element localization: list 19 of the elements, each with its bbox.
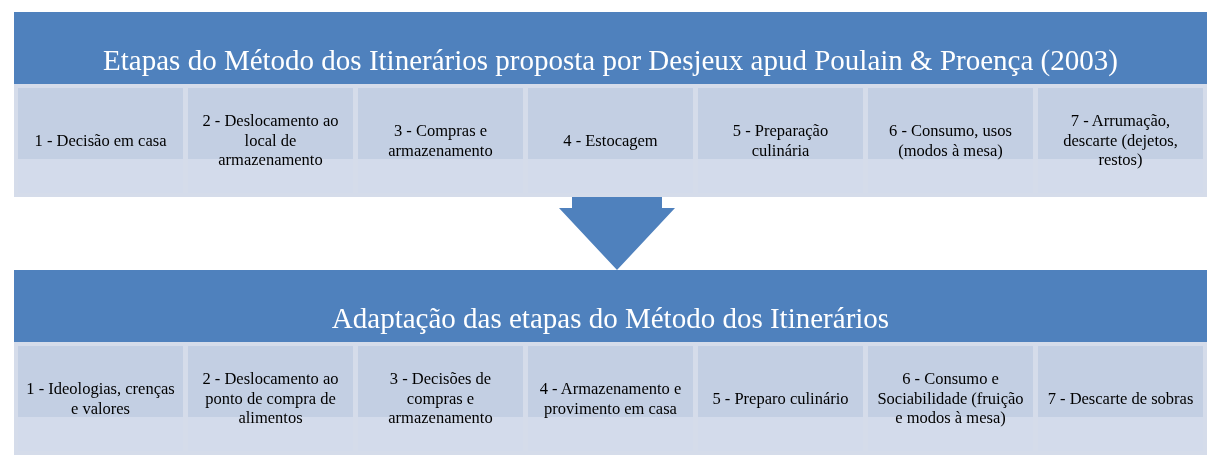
- step-label: 3 - Decisões de compras e armazenamento: [387, 368, 494, 429]
- block-arrow: [559, 197, 675, 270]
- step-label: 7 - Descarte de sobras: [1047, 388, 1194, 409]
- step-label: 7 - Arrumação, descarte (dejetos, restos): [1062, 110, 1179, 171]
- step-label: 4 - Estocagem: [563, 130, 658, 151]
- step-label: 1 - Decisão em casa: [34, 130, 167, 151]
- step-label: 6 - Consumo, usos (modos à mesa): [888, 120, 1013, 161]
- step-label: 4 - Armazenamento e provimento em casa: [538, 378, 683, 419]
- step-label: 2 - Deslocamento ao ponto de compra de alimentos: [201, 368, 340, 429]
- step-label: 2 - Deslocamento ao local de armazenamento: [201, 110, 340, 171]
- step-label: 5 - Preparação culinária: [731, 120, 830, 161]
- step-label: 6 - Consumo e Sociabilidade (fruição e modos à mesa): [876, 368, 1025, 429]
- panel-heading: Adaptação das etapas do Método dos Itinerários: [331, 300, 890, 336]
- step-label: 1 - Ideologias, crenças e valores: [26, 378, 175, 419]
- stage-panel: [14, 12, 1207, 197]
- panel-heading: Etapas do Método dos Itinerários proposta por Desjeux apud Poulain & Proença (2003): [103, 42, 1118, 78]
- step-label: 5 - Preparo culinário: [712, 388, 849, 409]
- step-label: 3 - Compras e armazenamento: [387, 120, 494, 161]
- stage-panel: [14, 270, 1207, 455]
